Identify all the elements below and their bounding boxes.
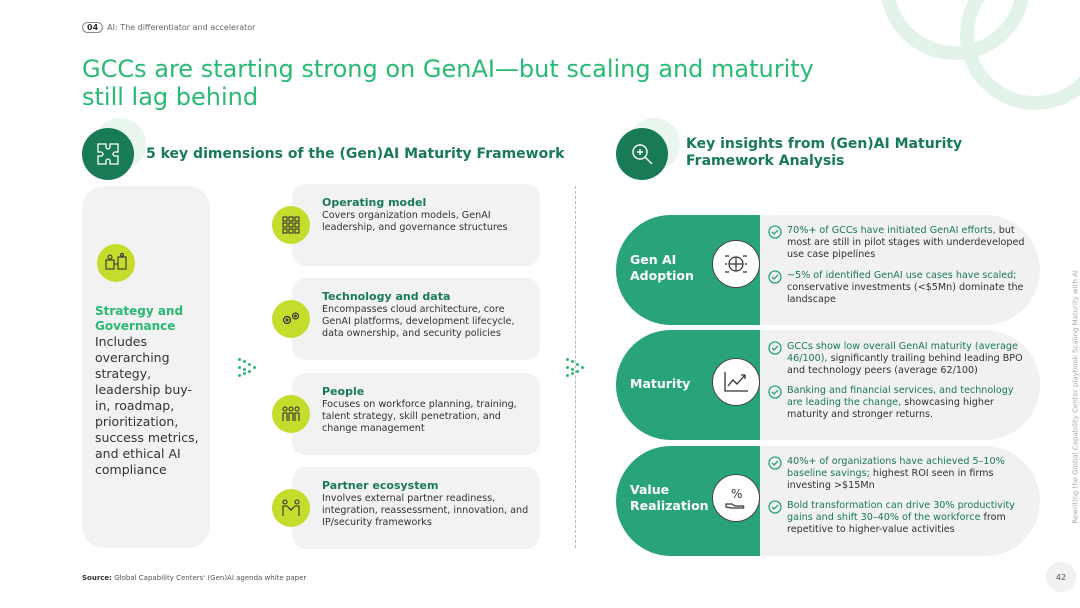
insight-bullet: Bold transformation can drive 30% produc…	[768, 500, 1030, 536]
page-number: 42	[1046, 562, 1076, 592]
section-label: AI: The differentiator and accelerator	[107, 23, 256, 32]
dimension-title: Partner ecosystem	[322, 479, 439, 492]
source-label: Source:	[82, 574, 112, 582]
dimension-desc: Encompasses cloud architecture, core Gen…	[322, 304, 515, 339]
insight-bullet: ~5% of identified GenAI use cases have s…	[768, 270, 1030, 306]
magnifier-brain-icon	[616, 128, 668, 180]
left-header-title: 5 key dimensions of the (Gen)AI Maturity…	[146, 146, 565, 162]
page-title: GCCs are starting strong on GenAI—but sc…	[82, 55, 814, 111]
bullet-text: conservative investments (<$5Mn) dominat…	[787, 282, 1024, 305]
check-icon	[768, 270, 782, 284]
gears-icon	[272, 300, 310, 338]
line-chart-icon	[712, 358, 760, 406]
divider	[575, 186, 576, 548]
check-icon	[768, 500, 782, 514]
strategy-title: Strategy and Governance	[95, 304, 184, 333]
dimension-desc: Involves external partner readiness, int…	[322, 493, 529, 528]
bullet-highlight: 70%+ of GCCs have initiated GenAI effort…	[787, 225, 996, 236]
bullet-text: highest ROI seen in firms investing >$15…	[787, 468, 994, 491]
people-icon	[272, 395, 310, 433]
right-header-title: Key insights from (Gen)AI Maturity Frame…	[686, 136, 963, 169]
bullet-highlight: GCCs show low overall GenAI maturity (av…	[787, 341, 1018, 364]
dimension-card: Technology and data Encompasses cloud ar…	[292, 278, 540, 360]
check-icon	[768, 341, 782, 355]
bullet-text: showcasing higher maturity and stronger …	[787, 397, 994, 420]
dimension-title: People	[322, 385, 365, 398]
source-text: Global Capability Centers' (Gen)AI agend…	[111, 574, 307, 582]
puzzle-icon	[82, 128, 134, 180]
strategy-text: Includes overarching strategy, leadershi…	[95, 334, 199, 477]
svg-text:%: %	[731, 487, 742, 501]
bullet-highlight: Bold transformation can drive 30% produc…	[787, 500, 1015, 523]
bullet-highlight: Banking and financial services, and tech…	[787, 385, 1014, 408]
percent-hand-icon: %	[712, 474, 760, 522]
bullet-text: from repetitive to higher-value activiti…	[787, 512, 1006, 535]
dimension-desc: Focuses on workforce planning, training,…	[322, 399, 517, 434]
dimension-card: Operating model Covers organization mode…	[292, 184, 540, 266]
dimension-desc: Covers organization models, GenAI leader…	[322, 210, 508, 233]
insight-bullet: Banking and financial services, and tech…	[768, 385, 1030, 421]
bullet-highlight: 40%+ of organizations have achieved 5–10…	[787, 456, 1005, 479]
strategy-people-icon	[97, 244, 135, 282]
source-note: Source: Global Capability Centers' (Gen)…	[82, 574, 306, 582]
dimension-title: Technology and data	[322, 290, 451, 303]
dots-connector	[238, 358, 258, 378]
bullet-text: but most are still in pilot stages with …	[787, 225, 1025, 260]
section-number: 04	[82, 22, 104, 33]
check-icon	[768, 225, 782, 239]
check-icon	[768, 456, 782, 470]
side-footer-text: Rewriting the Global Capability Center p…	[1072, 270, 1080, 524]
dimension-title: Operating model	[322, 196, 427, 209]
insight-bullet: GCCs show low overall GenAI maturity (av…	[768, 341, 1030, 377]
bullet-text: significantly trailing behind leading BP…	[787, 353, 1023, 376]
insight-label: Maturity	[630, 376, 691, 391]
check-icon	[768, 385, 782, 399]
dimension-card: Partner ecosystem Involves external part…	[292, 467, 540, 549]
insight-label: Gen AI Adoption	[630, 252, 694, 283]
decorative-ring	[960, 0, 1080, 110]
handshake-icon	[272, 489, 310, 527]
ai-brain-icon	[712, 240, 760, 288]
dimension-card: People Focuses on workforce planning, tr…	[292, 373, 540, 455]
insight-bullet: 40%+ of organizations have achieved 5–10…	[768, 456, 1030, 492]
dots-connector	[566, 358, 586, 378]
insight-panel	[735, 446, 1040, 556]
grid-icon	[272, 206, 310, 244]
insight-panel	[735, 215, 1040, 325]
section-tag: 04 AI: The differentiator and accelerato…	[82, 22, 255, 33]
insight-panel	[735, 330, 1040, 440]
insight-label: Value Realization	[630, 482, 709, 513]
strategy-card	[82, 186, 210, 548]
bullet-highlight: ~5% of identified GenAI use cases have s…	[787, 270, 1017, 281]
insight-bullet: 70%+ of GCCs have initiated GenAI effort…	[768, 225, 1030, 261]
